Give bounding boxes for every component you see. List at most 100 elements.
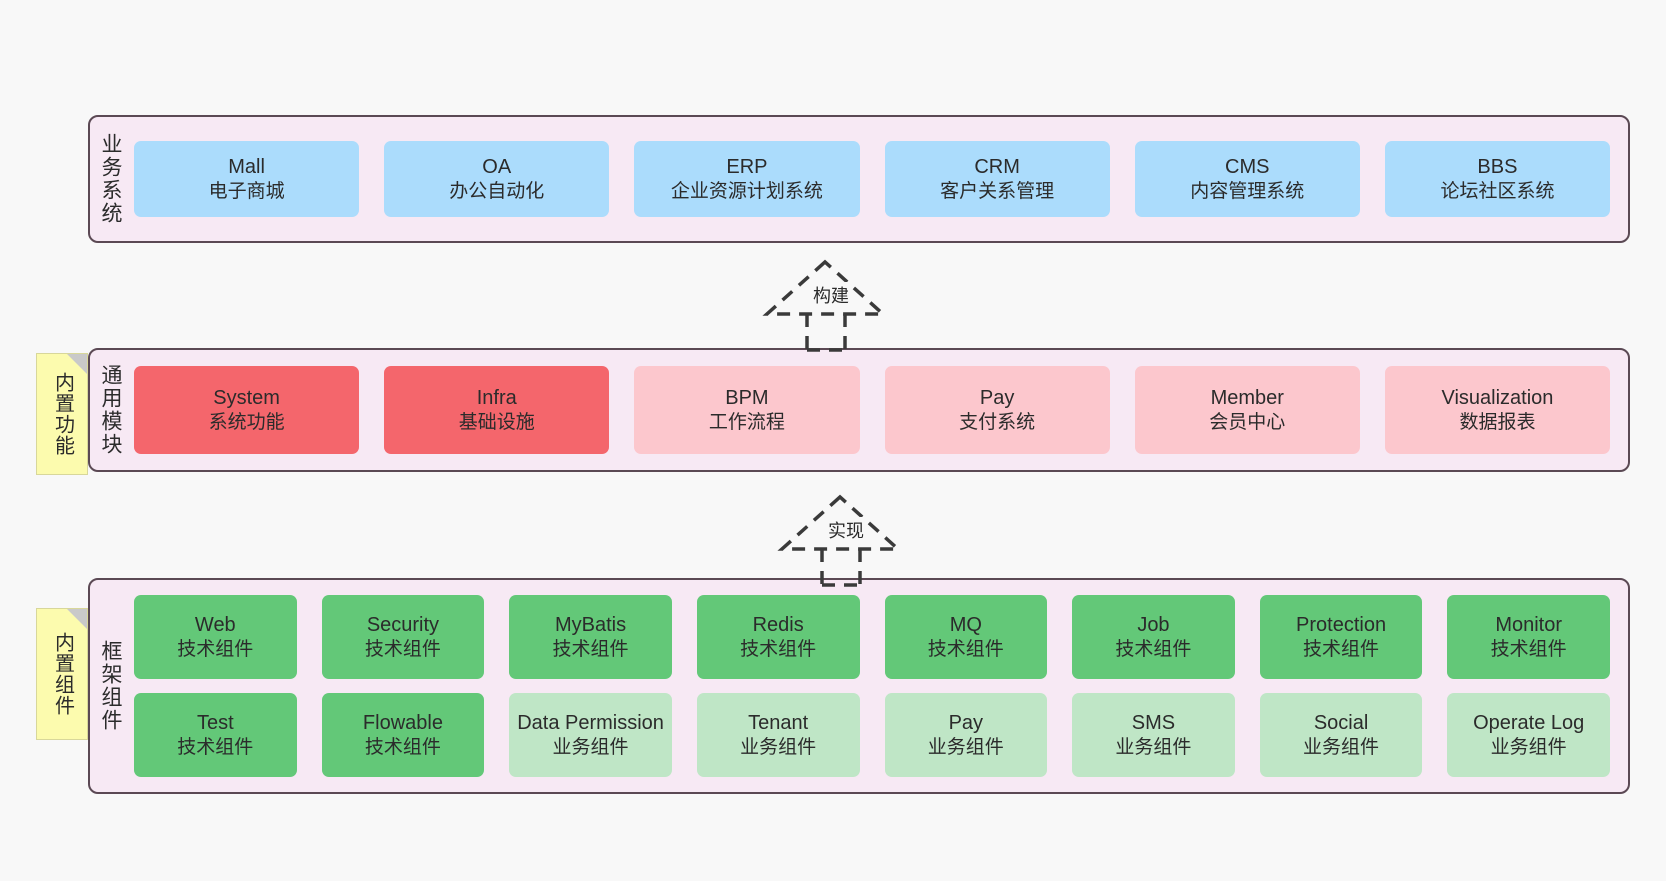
layer-business-systems: 业务系统 Mall 电子商城 OA 办公自动化 ERP 企业资源计划系统 CRM… bbox=[88, 115, 1630, 243]
card-operate-log[interactable]: Operate Log 业务组件 bbox=[1447, 693, 1610, 777]
card-title: MyBatis bbox=[555, 613, 627, 636]
card-subtitle: 基础设施 bbox=[458, 411, 535, 433]
card-title: MQ bbox=[949, 613, 982, 636]
card-row: Web 技术组件 Security 技术组件 MyBatis 技术组件 Redi… bbox=[134, 595, 1610, 679]
card-oa[interactable]: OA 办公自动化 bbox=[384, 141, 610, 217]
card-title: Infra bbox=[476, 386, 517, 409]
sticky-note-builtin-components: 内置组件 bbox=[36, 608, 88, 740]
card-redis[interactable]: Redis 技术组件 bbox=[696, 595, 860, 679]
card-title: System bbox=[213, 386, 280, 409]
card-system[interactable]: System 系统功能 bbox=[134, 366, 360, 454]
card-subtitle: 业务组件 bbox=[1490, 736, 1567, 758]
connector-build: 构建 bbox=[755, 252, 915, 352]
card-mq[interactable]: MQ 技术组件 bbox=[884, 595, 1048, 679]
card-social[interactable]: Social 业务组件 bbox=[1259, 693, 1423, 777]
card-security[interactable]: Security 技术组件 bbox=[321, 595, 485, 679]
card-title: BBS bbox=[1477, 155, 1518, 178]
card-subtitle: 业务组件 bbox=[1115, 736, 1192, 758]
card-sms[interactable]: SMS 业务组件 bbox=[1072, 693, 1235, 777]
card-row: Test 技术组件 Flowable 技术组件 Data Permission … bbox=[134, 693, 1610, 777]
card-title: Member bbox=[1210, 386, 1284, 409]
card-subtitle: 数据报表 bbox=[1459, 411, 1536, 433]
card-title: Protection bbox=[1296, 613, 1387, 636]
card-subtitle: 论坛社区系统 bbox=[1440, 180, 1555, 202]
card-title: Job bbox=[1137, 613, 1170, 636]
card-title: OA bbox=[482, 155, 512, 178]
card-title: Security bbox=[366, 613, 440, 636]
card-crm[interactable]: CRM 客户关系管理 bbox=[884, 141, 1110, 217]
card-tenant[interactable]: Tenant 业务组件 bbox=[696, 693, 860, 777]
card-subtitle: 业务组件 bbox=[1303, 736, 1380, 758]
card-title: ERP bbox=[726, 155, 768, 178]
card-protection[interactable]: Protection 技术组件 bbox=[1259, 595, 1423, 679]
connector-build-label: 构建 bbox=[810, 282, 852, 308]
card-title: Web bbox=[194, 613, 236, 636]
card-title: Tenant bbox=[748, 711, 809, 734]
card-cms[interactable]: CMS 内容管理系统 bbox=[1134, 141, 1360, 217]
card-title: Operate Log bbox=[1473, 711, 1585, 734]
card-visualization[interactable]: Visualization 数据报表 bbox=[1384, 366, 1611, 454]
card-title: BPM bbox=[725, 386, 769, 409]
card-title: SMS bbox=[1131, 711, 1176, 734]
card-subtitle: 技术组件 bbox=[740, 638, 817, 660]
card-title: CRM bbox=[974, 155, 1020, 178]
card-title: Test bbox=[196, 711, 234, 734]
card-pay-component[interactable]: Pay 业务组件 bbox=[884, 693, 1048, 777]
layer-title-common-modules: 通用模块 bbox=[99, 364, 123, 456]
card-title: Social bbox=[1313, 711, 1369, 734]
card-web[interactable]: Web 技术组件 bbox=[134, 595, 297, 679]
card-subtitle: 技术组件 bbox=[1303, 638, 1380, 660]
card-title: Data Permission bbox=[517, 711, 664, 734]
connector-implement-arrow bbox=[777, 494, 903, 587]
card-row: System 系统功能 Infra 基础设施 BPM 工作流程 Pay 支付系统… bbox=[134, 366, 1611, 454]
card-monitor[interactable]: Monitor 技术组件 bbox=[1447, 595, 1610, 679]
card-subtitle: 技术组件 bbox=[364, 736, 441, 758]
card-subtitle: 技术组件 bbox=[364, 638, 441, 660]
card-infra[interactable]: Infra 基础设施 bbox=[384, 366, 610, 454]
card-title: Pay bbox=[979, 386, 1015, 409]
card-title: Visualization bbox=[1441, 386, 1554, 409]
card-mall[interactable]: Mall 电子商城 bbox=[134, 141, 360, 217]
layer-body-framework-components: Web 技术组件 Security 技术组件 MyBatis 技术组件 Redi… bbox=[130, 580, 1628, 792]
connector-implement-label: 实现 bbox=[825, 517, 867, 543]
connector-build-arrow bbox=[762, 259, 888, 352]
card-subtitle: 办公自动化 bbox=[449, 180, 545, 202]
sticky-note-builtin-features: 内置功能 bbox=[36, 353, 88, 475]
card-title: Pay bbox=[948, 711, 984, 734]
card-title: Monitor bbox=[1495, 613, 1563, 636]
card-pay-module[interactable]: Pay 支付系统 bbox=[884, 366, 1110, 454]
layer-common-modules: 通用模块 System 系统功能 Infra 基础设施 BPM 工作流程 Pay… bbox=[88, 348, 1630, 472]
card-subtitle: 会员中心 bbox=[1209, 411, 1286, 433]
connector-implement: 实现 bbox=[768, 487, 928, 587]
card-subtitle: 技术组件 bbox=[927, 638, 1004, 660]
card-subtitle: 技术组件 bbox=[177, 638, 254, 660]
card-title: Redis bbox=[752, 613, 804, 636]
layer-title-framework-components: 框架组件 bbox=[99, 640, 123, 732]
card-mybatis[interactable]: MyBatis 技术组件 bbox=[509, 595, 672, 679]
card-test[interactable]: Test 技术组件 bbox=[134, 693, 297, 777]
card-subtitle: 企业资源计划系统 bbox=[670, 180, 823, 202]
card-title: Flowable bbox=[362, 711, 443, 734]
card-data-permission[interactable]: Data Permission 业务组件 bbox=[509, 693, 672, 777]
layer-title-business-systems: 业务系统 bbox=[99, 133, 123, 225]
card-member[interactable]: Member 会员中心 bbox=[1134, 366, 1360, 454]
card-bpm[interactable]: BPM 工作流程 bbox=[634, 366, 860, 454]
layer-body-business-systems: Mall 电子商城 OA 办公自动化 ERP 企业资源计划系统 CRM 客户关系… bbox=[130, 117, 1628, 241]
card-erp[interactable]: ERP 企业资源计划系统 bbox=[634, 141, 860, 217]
card-subtitle: 技术组件 bbox=[1115, 638, 1192, 660]
layer-body-common-modules: System 系统功能 Infra 基础设施 BPM 工作流程 Pay 支付系统… bbox=[130, 350, 1628, 470]
card-subtitle: 技术组件 bbox=[552, 638, 629, 660]
card-row: Mall 电子商城 OA 办公自动化 ERP 企业资源计划系统 CRM 客户关系… bbox=[134, 141, 1611, 217]
card-title: Mall bbox=[228, 155, 265, 178]
card-bbs[interactable]: BBS 论坛社区系统 bbox=[1384, 141, 1611, 217]
card-subtitle: 系统功能 bbox=[208, 411, 285, 433]
card-subtitle: 业务组件 bbox=[552, 736, 629, 758]
layer-framework-components: 框架组件 Web 技术组件 Security 技术组件 MyBatis 技术组件… bbox=[88, 578, 1630, 794]
card-subtitle: 工作流程 bbox=[708, 411, 785, 433]
card-flowable[interactable]: Flowable 技术组件 bbox=[321, 693, 485, 777]
card-subtitle: 支付系统 bbox=[959, 411, 1036, 433]
card-subtitle: 业务组件 bbox=[740, 736, 817, 758]
card-job[interactable]: Job 技术组件 bbox=[1072, 595, 1235, 679]
card-subtitle: 内容管理系统 bbox=[1190, 180, 1305, 202]
